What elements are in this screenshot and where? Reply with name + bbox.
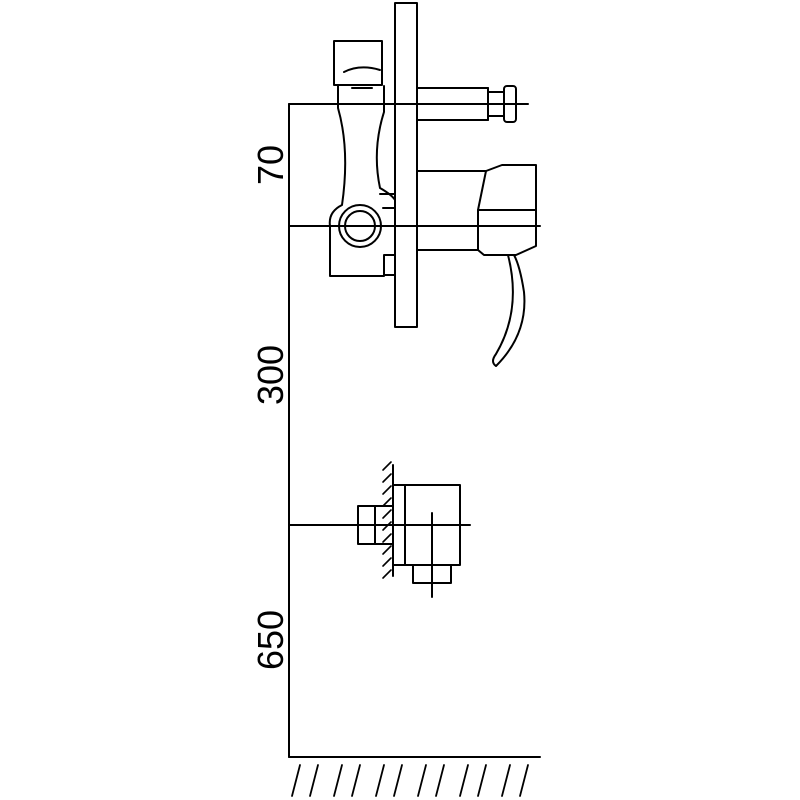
dimension-lines	[288, 103, 541, 758]
wall-outlet	[357, 461, 461, 598]
diverter-spindle	[416, 85, 517, 123]
shower-mixer	[328, 2, 537, 367]
mixer-cover-plate	[394, 2, 418, 328]
dimension-label-300: 300	[250, 345, 291, 405]
dimension-label-650: 650	[250, 610, 291, 670]
wall-hatching	[382, 461, 392, 579]
diverter-knob	[333, 40, 383, 86]
mixer-axis-ring-inner	[344, 210, 376, 242]
mixer-body	[328, 85, 396, 277]
lever-body	[416, 164, 537, 256]
lever-handle	[492, 254, 526, 367]
mixer-axis-ring-outer	[338, 204, 382, 248]
floor-hatching	[291, 764, 529, 797]
dimension-label-70: 70	[250, 145, 291, 185]
